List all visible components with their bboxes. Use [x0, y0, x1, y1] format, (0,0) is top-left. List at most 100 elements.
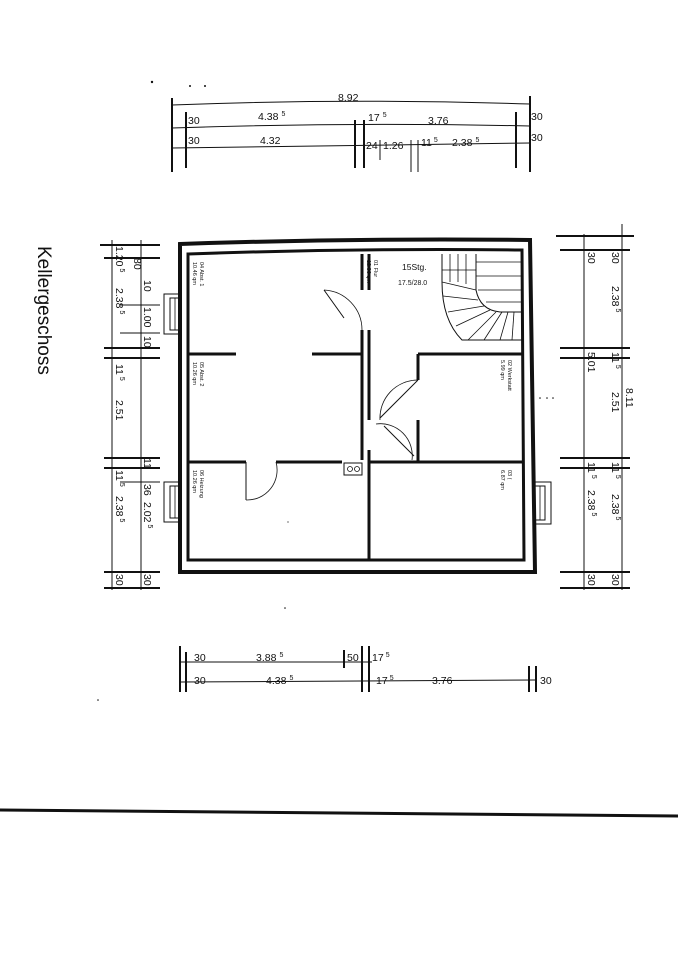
- svg-text:115: 115: [609, 352, 621, 369]
- svg-text:80: 80: [131, 258, 143, 270]
- right-inner-dim: 30: [585, 252, 597, 264]
- svg-text:115: 115: [113, 470, 125, 487]
- building-walls: [178, 237, 538, 574]
- svg-text:2.385: 2.385: [585, 490, 597, 516]
- svg-text:115: 115: [609, 462, 621, 479]
- svg-text:2.385: 2.385: [113, 288, 125, 314]
- room-02-label: 02 Werkstatt 5.99 qm: [499, 360, 512, 391]
- svg-text:1.205: 1.205: [113, 246, 125, 272]
- svg-text:6.87 qm: 6.87 qm: [499, 470, 505, 490]
- staircase: [441, 254, 522, 341]
- svg-text:10.46 qm: 10.46 qm: [191, 262, 197, 285]
- top-row2-dim: 30: [188, 135, 200, 147]
- right-outer-dim: 115: [609, 462, 621, 479]
- svg-text:30: 30: [609, 252, 621, 264]
- bottom-row2-dim: 3.76: [432, 675, 453, 687]
- room-06-label: 06 Heizung 10.26 qm: [191, 470, 204, 498]
- door-abst1: [323, 289, 363, 331]
- left-inner-dim: 30: [141, 574, 153, 586]
- top-row1-dim: 3.76: [428, 115, 449, 127]
- page-edge-line: [0, 808, 678, 818]
- svg-text:2.385: 2.385: [609, 494, 621, 520]
- left-inner-dim: 11: [141, 458, 153, 469]
- room-03-label: 03 ( 6.87 qm: [499, 470, 512, 490]
- right-inner-dim: 115: [585, 462, 597, 479]
- left-outer-dim: 115: [113, 364, 125, 381]
- plan-title: Kellergeschoss: [33, 246, 54, 375]
- right-outer-dim: 115: [609, 352, 621, 369]
- bottom-row2-dim: 30: [194, 675, 206, 687]
- svg-text:8.11: 8.11: [623, 388, 635, 408]
- svg-text:06 Heizung: 06 Heizung: [198, 470, 204, 498]
- svg-text:10: 10: [141, 336, 153, 348]
- svg-text:2.385: 2.385: [113, 496, 125, 522]
- svg-text:1.00: 1.00: [141, 307, 153, 328]
- shaft-box: [343, 462, 363, 476]
- svg-text:30: 30: [609, 574, 621, 586]
- svg-text:10: 10: [141, 280, 153, 292]
- right-dimension-chain: 30 5.01 115 2.385 30 8.11 30 2.385 115 2…: [556, 224, 635, 590]
- svg-text:02 Werkstatt: 02 Werkstatt: [506, 360, 512, 391]
- top-row1-dim: 30: [188, 115, 200, 127]
- left-inner-dim: 1.00: [141, 307, 153, 328]
- right-outer-dim: 30: [609, 252, 621, 264]
- svg-text:2.51: 2.51: [609, 392, 621, 413]
- right-inner-dim: 2.385: [585, 490, 597, 516]
- left-outer-dim: 2.385: [113, 496, 125, 522]
- left-outer-dim: 2.51: [113, 400, 125, 421]
- top-overall-dim: 8.92: [338, 92, 359, 104]
- svg-text:15Stg.: 15Stg.: [402, 262, 427, 272]
- svg-text:5.01: 5.01: [585, 352, 597, 373]
- room-04-label: 04 Abst. 1 10.46 qm: [191, 262, 204, 286]
- right-outer-dim: 2.51: [609, 392, 621, 413]
- top-row2-dim: 30: [531, 132, 543, 144]
- right-outer-dim: 2.385: [609, 494, 621, 520]
- svg-text:115: 115: [113, 364, 125, 381]
- svg-text:30: 30: [141, 574, 153, 586]
- left-outer-dim: 115: [113, 470, 125, 487]
- right-inner-dim: 5.01: [585, 352, 597, 373]
- svg-text:05 Abst. 2: 05 Abst. 2: [198, 362, 204, 386]
- svg-text:17.5/28.0: 17.5/28.0: [398, 280, 427, 287]
- left-inner-dim: 2.025: [141, 502, 153, 528]
- left-outer-dim: 30: [113, 574, 125, 586]
- room-01-label: 01 Flur 12.36 qm: [365, 260, 378, 283]
- right-outer-dim: 2.385: [609, 286, 621, 312]
- scan-specks: [97, 80, 554, 701]
- top-row2-dim: 24: [366, 140, 378, 152]
- left-outer-dim: 1.205: [113, 246, 125, 272]
- bottom-row1-dim: 50: [347, 652, 359, 664]
- room-05-label: 05 Abst. 2 10.26 qm: [191, 362, 204, 386]
- window-left-upper: [163, 293, 181, 335]
- svg-text:30: 30: [113, 574, 125, 586]
- bottom-row1-dim: 30: [194, 652, 206, 664]
- window-right-lower: [534, 481, 552, 525]
- top-row1-dim: 30: [531, 111, 543, 123]
- svg-text:30: 30: [585, 574, 597, 586]
- left-inner-dim: 36: [141, 484, 153, 496]
- svg-text:30: 30: [585, 252, 597, 264]
- left-inner-dim: 10: [141, 336, 153, 348]
- door-werkstatt: [379, 379, 419, 421]
- svg-text:12.36 qm: 12.36 qm: [365, 260, 371, 283]
- top-row2-dim: 4.32: [260, 135, 281, 147]
- top-row2-dim: 1.26: [383, 140, 404, 152]
- left-inner-dim: 80: [131, 258, 143, 270]
- svg-text:03 (: 03 (: [506, 470, 512, 480]
- svg-text:11: 11: [141, 458, 153, 469]
- right-outer-dim: 30: [609, 574, 621, 586]
- svg-text:5.99 qm: 5.99 qm: [499, 360, 505, 380]
- door-room03: [375, 423, 415, 461]
- left-outer-dim: 2.385: [113, 288, 125, 314]
- right-overall-dim: 8.11: [623, 388, 635, 408]
